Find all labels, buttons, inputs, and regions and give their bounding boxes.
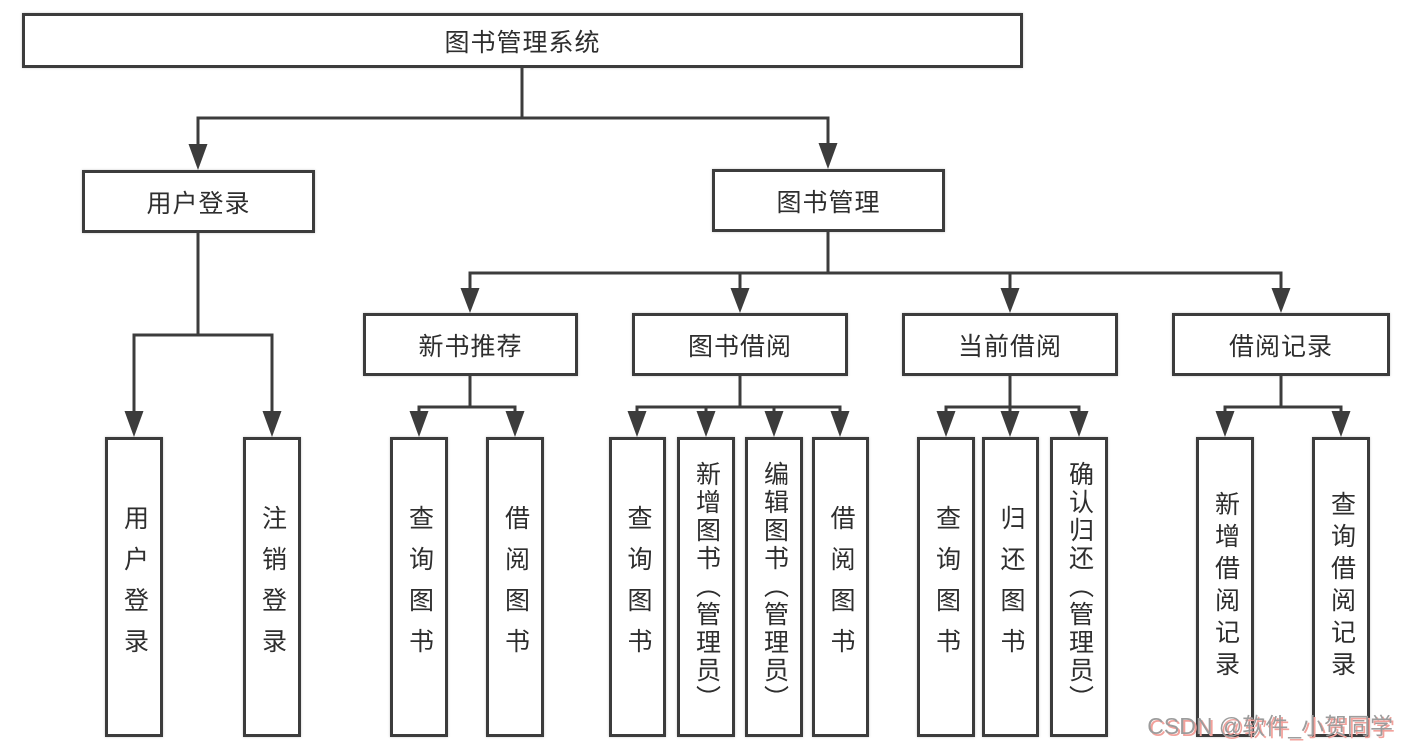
node-book-management: 图书管理 [712,169,945,232]
leaf-label: 确认归还（管理员） [1065,461,1094,713]
node-label: 图书管理 [776,188,881,217]
node-library-management-system: 图书管理系统 [22,13,1023,68]
leaf-query-book-current: 查询图书 [917,437,975,737]
node-label: 新书推荐 [418,332,523,361]
node-label: 用户登录 [146,189,251,218]
leaf-return-book: 归还图书 [982,437,1039,737]
leaf-label: 新增图书（管理员） [692,461,721,713]
leaf-query-borrow-record: 查询借阅记录 [1312,437,1370,737]
node-user-login: 用户登录 [82,170,315,233]
leaf-user-login: 用户登录 [105,437,163,737]
node-borrow-records: 借阅记录 [1172,313,1390,376]
node-label: 借阅记录 [1228,332,1333,361]
leaf-add-borrow-record: 新增借阅记录 [1196,437,1254,737]
leaf-label: 查询图书 [932,505,961,669]
leaf-add-book-admin: 新增图书（管理员） [677,437,735,737]
node-label: 当前借阅 [957,332,1062,361]
leaf-label: 借阅图书 [827,505,855,669]
leaf-borrow-book-recommend: 借阅图书 [486,437,544,737]
node-label: 图书借阅 [687,332,792,361]
leaf-label: 注销登录 [258,505,287,669]
node-label: 图书管理系统 [444,28,601,57]
leaf-confirm-return-admin: 确认归还（管理员） [1050,437,1108,737]
leaf-label: 借阅图书 [501,505,530,669]
arrowheads [124,143,1351,437]
leaf-label: 归还图书 [997,505,1025,669]
leaf-label: 编辑图书（管理员） [760,461,789,713]
leaf-label: 新增借阅记录 [1211,491,1240,683]
csdn-watermark: CSDN @软件_小贺同学 [1147,713,1393,739]
node-new-book-recommend: 新书推荐 [363,313,578,376]
node-book-borrow: 图书借阅 [632,313,848,376]
leaf-query-book-recommend: 查询图书 [390,437,448,737]
leaf-label: 查询图书 [624,505,652,669]
leaf-query-book-borrow: 查询图书 [609,437,666,737]
leaf-label: 查询借阅记录 [1327,491,1356,683]
node-current-borrow: 当前借阅 [902,313,1118,376]
leaf-label: 查询图书 [405,505,434,669]
leaf-edit-book-admin: 编辑图书（管理员） [745,437,803,737]
leaf-logout: 注销登录 [243,437,301,737]
leaf-label: 用户登录 [120,505,149,669]
leaf-borrow-book: 借阅图书 [812,437,869,737]
